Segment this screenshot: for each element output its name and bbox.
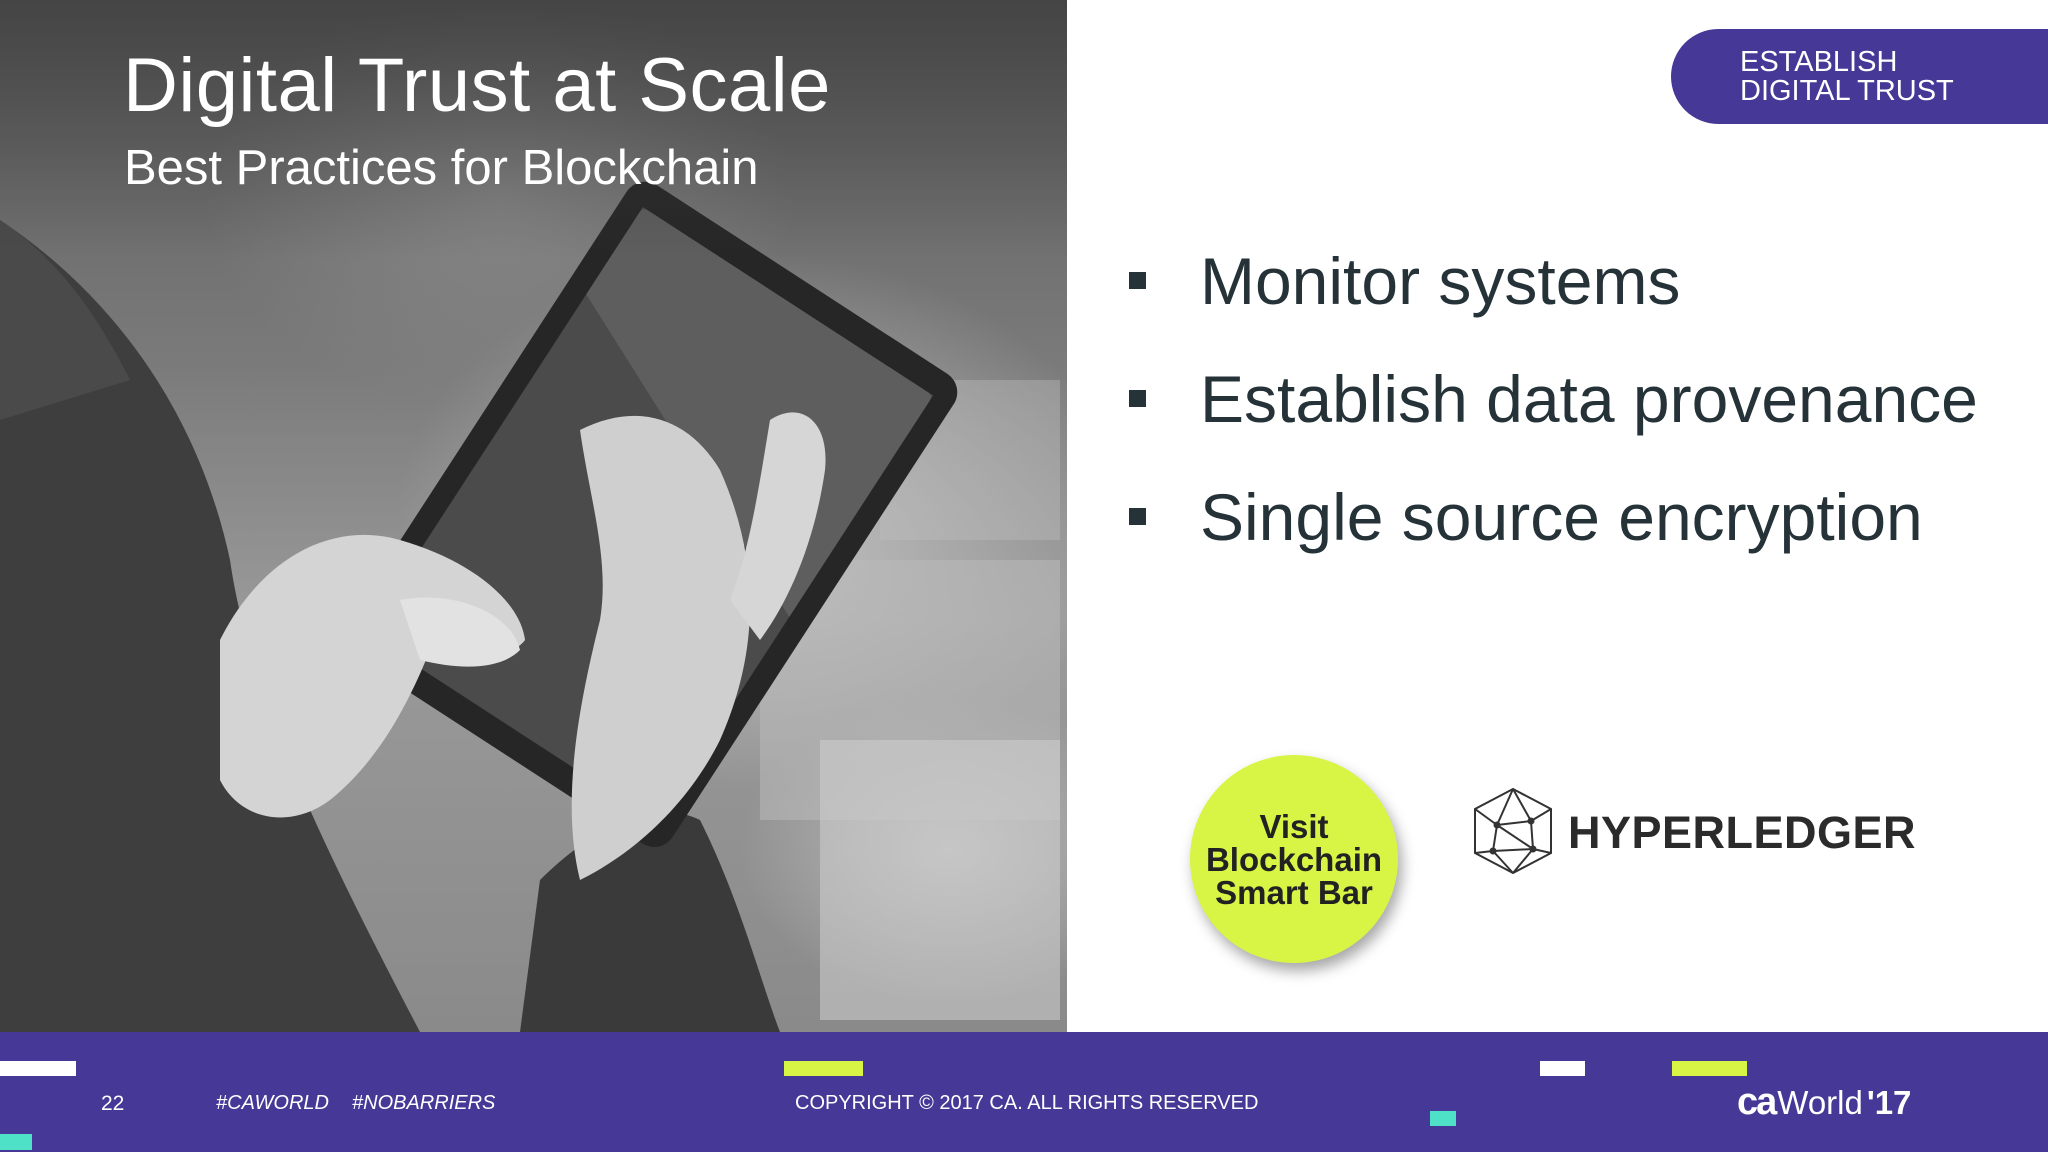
bullet-item: Monitor systems — [1125, 240, 2005, 322]
section-tag: ESTABLISH DIGITAL TRUST — [1671, 29, 2048, 124]
photo-top-shade — [0, 0, 1067, 260]
page-number: 22 — [101, 1092, 125, 1115]
badge-line-1: Visit — [1259, 807, 1329, 845]
section-tag-line-1: ESTABLISH — [1740, 46, 1898, 78]
event-year: '17 — [1866, 1084, 1912, 1121]
slide-subtitle: Best Practices for Blockchain — [124, 141, 759, 195]
footer-accent-lime — [1672, 1061, 1747, 1076]
badge-line-2: Blockchain — [1205, 840, 1383, 878]
footer-accent-lime — [784, 1061, 863, 1076]
footer-accent-teal — [1430, 1111, 1456, 1126]
ca-brand-mark: ca — [1737, 1081, 1777, 1123]
bullet-list: Monitor systems Establish data provenanc… — [1125, 240, 2005, 594]
section-tag-line-2: DIGITAL TRUST — [1740, 75, 1954, 107]
person-using-tablet-photo-icon — [0, 181, 1060, 1032]
slide-title: Digital Trust at Scale — [123, 43, 831, 128]
bullet-item: Single source encryption — [1125, 476, 2005, 558]
smart-bar-badge: Visit Blockchain Smart Bar — [1190, 755, 1398, 963]
footer-accent-white — [0, 1061, 76, 1076]
copyright-notice: COPYRIGHT © 2017 CA. ALL RIGHTS RESERVED — [795, 1092, 1259, 1114]
tablet-photo — [0, 0, 1067, 1032]
square-bullet-icon — [1129, 272, 1146, 289]
hyperledger-wordmark: HYPERLEDGER — [1568, 807, 1917, 858]
hyperledger-logo: HYPERLEDGER — [1467, 785, 1916, 885]
footer-accent-teal — [0, 1134, 32, 1150]
hyperledger-hexagon-icon — [1474, 787, 1552, 875]
event-name: World — [1777, 1084, 1863, 1121]
bullet-item: Establish data provenance — [1125, 358, 2005, 440]
square-bullet-icon — [1129, 390, 1146, 407]
bullet-text: Establish data provenance — [1200, 362, 1978, 436]
hashtag-nobarriers: #NOBARRIERS — [352, 1092, 496, 1114]
footer-bar — [0, 1032, 2048, 1152]
hashtag-caworld: #CAWORLD — [216, 1092, 329, 1114]
badge-line-3: Smart Bar — [1215, 873, 1373, 911]
footer-accent-white — [1540, 1061, 1585, 1076]
bullet-text: Monitor systems — [1200, 244, 1681, 318]
ca-world-logo: caWorld'17 — [1737, 1081, 1911, 1124]
bullet-text: Single source encryption — [1200, 480, 1923, 554]
square-bullet-icon — [1129, 508, 1146, 525]
